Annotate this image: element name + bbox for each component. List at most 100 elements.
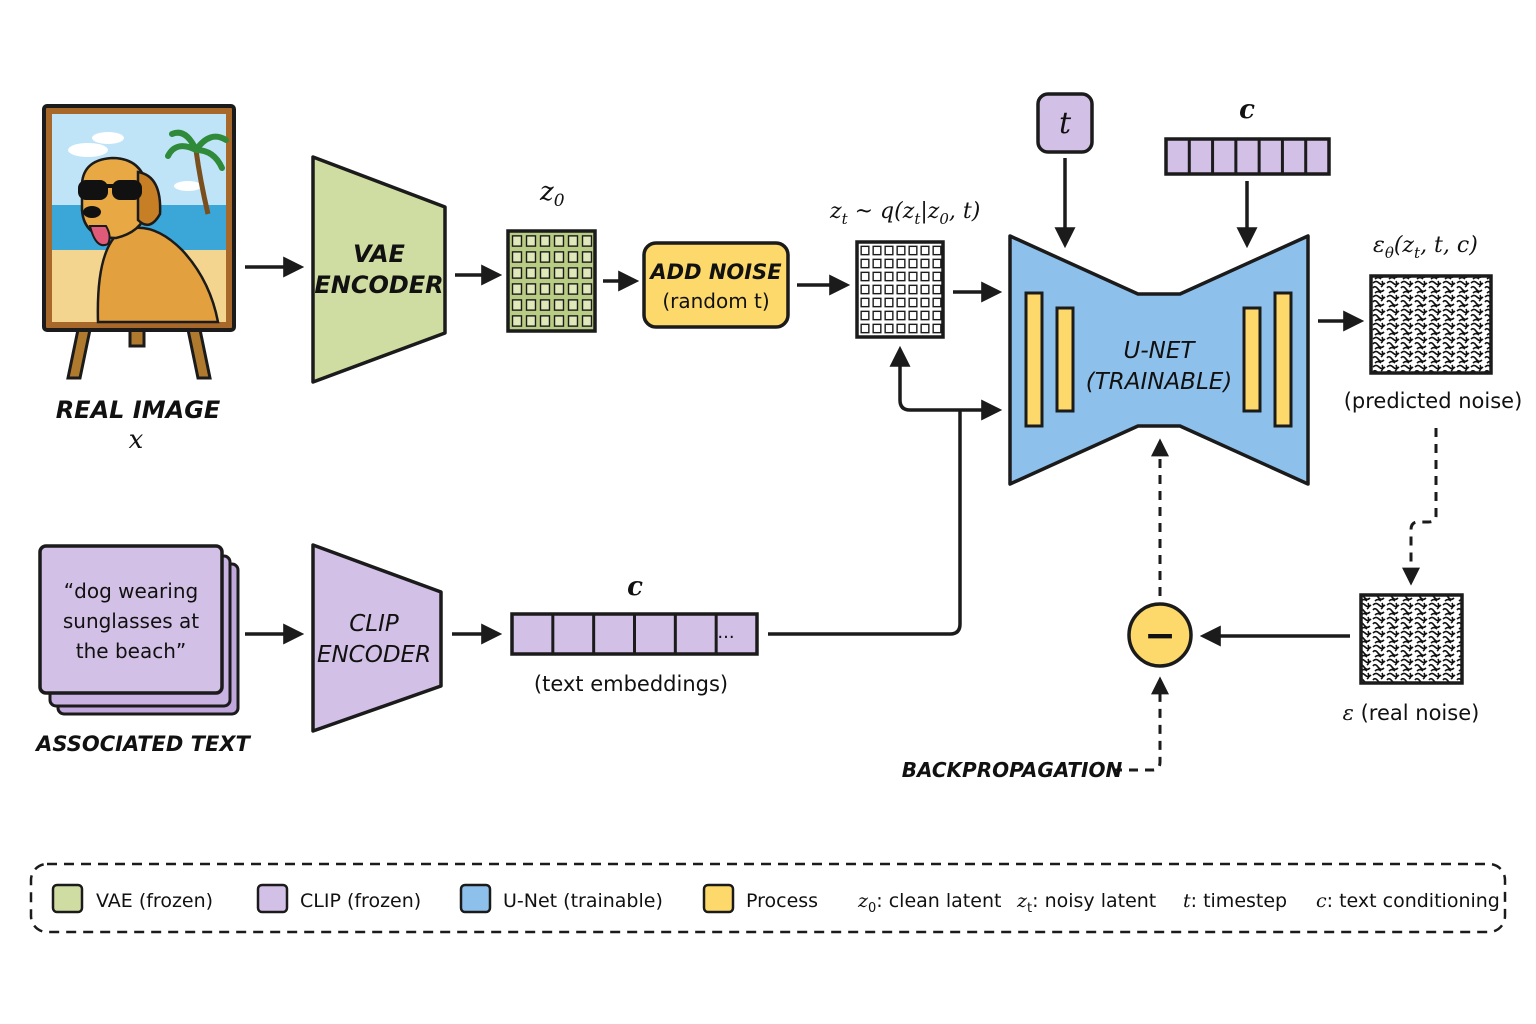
zt-cell xyxy=(932,323,942,334)
z0-cell xyxy=(511,267,523,279)
z0-cell xyxy=(567,235,579,247)
zt-cell xyxy=(884,284,894,295)
z0-cell xyxy=(553,283,565,295)
z0-cell xyxy=(581,251,593,263)
zt-cell xyxy=(920,297,930,308)
real-noise-image xyxy=(1359,593,1464,685)
real-noise-label: ε (real noise) xyxy=(1343,701,1480,725)
z0-cell xyxy=(553,299,565,311)
minus-operator xyxy=(1127,602,1193,668)
c-mid-label: c xyxy=(627,572,643,602)
z0-cell xyxy=(581,283,593,295)
zt-cell xyxy=(860,258,870,269)
zt-cell xyxy=(908,297,918,308)
z0-cell xyxy=(511,251,523,263)
zt-cell xyxy=(896,297,906,308)
zt-cell xyxy=(908,245,918,256)
zt-cell xyxy=(920,245,930,256)
z0-cell xyxy=(567,251,579,263)
zt-cell xyxy=(896,310,906,321)
unet-block xyxy=(1008,234,1310,486)
z0-cell xyxy=(581,267,593,279)
text-prompt-line-1: “dog wearing xyxy=(64,579,198,603)
legend-box xyxy=(29,862,1507,934)
z0-cell xyxy=(525,315,537,327)
add-noise-box xyxy=(642,241,790,329)
associated-text-label: ASSOCIATED TEXT xyxy=(34,732,251,756)
unet-bar-left-1 xyxy=(1024,291,1044,428)
zt-cell xyxy=(884,297,894,308)
c-top-embedding-bar xyxy=(1164,137,1331,176)
zt-cell xyxy=(872,245,882,256)
legend-z0: z0: clean latent xyxy=(857,890,1001,916)
zt-cell xyxy=(872,323,882,334)
dashed-pred-to-real xyxy=(1402,428,1438,586)
unet-bar-right-1 xyxy=(1242,306,1262,413)
dashed-backprop xyxy=(1113,676,1169,772)
z0-cell xyxy=(553,267,565,279)
zt-cell xyxy=(932,245,942,256)
zt-cell xyxy=(872,310,882,321)
legend-unet-swatch xyxy=(459,883,492,914)
text-embedding-cells xyxy=(551,614,718,654)
zt-cell xyxy=(884,258,894,269)
dog-icon xyxy=(78,156,220,324)
clip-encoder-label-1: CLIP xyxy=(349,611,399,637)
zt-cell xyxy=(860,245,870,256)
z0-cell xyxy=(581,299,593,311)
zt-cell xyxy=(908,258,918,269)
z0-latent-grid xyxy=(506,229,597,333)
embedding-ellipsis: ... xyxy=(717,622,734,643)
vae-encoder-block xyxy=(311,155,447,384)
z0-cell xyxy=(525,251,537,263)
z0-cell xyxy=(511,315,523,327)
predicted-noise-label: (predicted noise) xyxy=(1344,389,1523,413)
zt-cell xyxy=(872,271,882,282)
legend-clip-label: CLIP (frozen) xyxy=(300,890,421,912)
add-noise-label-1: ADD NOISE xyxy=(648,260,782,284)
zt-cell xyxy=(884,271,894,282)
z0-cell xyxy=(525,235,537,247)
legend-unet-label: U-Net (trainable) xyxy=(503,890,663,912)
zt-cell xyxy=(908,323,918,334)
zt-cell xyxy=(860,271,870,282)
zt-cell xyxy=(920,284,930,295)
z0-cell xyxy=(511,235,523,247)
zt-cell xyxy=(908,271,918,282)
clip-encoder-block xyxy=(311,543,443,733)
zt-cell xyxy=(860,284,870,295)
add-noise-label-2: (random t) xyxy=(662,289,769,313)
z0-cell xyxy=(539,315,551,327)
z0-cell xyxy=(567,267,579,279)
zt-cell xyxy=(896,245,906,256)
zt-cell xyxy=(932,310,942,321)
text-embeddings-label: (text embeddings) xyxy=(534,672,728,696)
zt-cell xyxy=(932,297,942,308)
z0-label: z0 xyxy=(539,177,565,211)
t-token-label: t xyxy=(1059,106,1072,141)
eps-theta-formula: εθ(zt, t, c) xyxy=(1373,233,1478,262)
zt-cell xyxy=(908,310,918,321)
z0-cell xyxy=(525,267,537,279)
legend-process-swatch xyxy=(702,883,735,914)
zt-cell xyxy=(920,323,930,334)
zt-cell xyxy=(920,310,930,321)
vae-encoder-label-2: ENCODER xyxy=(314,271,443,299)
line-c-to-unet xyxy=(768,410,962,636)
z0-cell xyxy=(525,299,537,311)
zt-cell xyxy=(920,258,930,269)
unet-bar-right-2 xyxy=(1273,291,1293,428)
zt-formula: zt ~ q(zt|z0, t) xyxy=(829,199,980,228)
z0-cell xyxy=(525,283,537,295)
zt-cell xyxy=(932,284,942,295)
legend-clip-swatch xyxy=(256,883,289,914)
z0-cell xyxy=(553,251,565,263)
z0-cell xyxy=(539,251,551,263)
z0-cell xyxy=(581,315,593,327)
legend-vae-swatch xyxy=(51,883,84,914)
z0-cell xyxy=(581,235,593,247)
text-prompt-line-3: the beach” xyxy=(76,639,186,663)
legend-c: c: text conditioning xyxy=(1316,890,1500,912)
backprop-label: BACKPROPAGATION xyxy=(902,758,1123,782)
zt-cell xyxy=(896,284,906,295)
